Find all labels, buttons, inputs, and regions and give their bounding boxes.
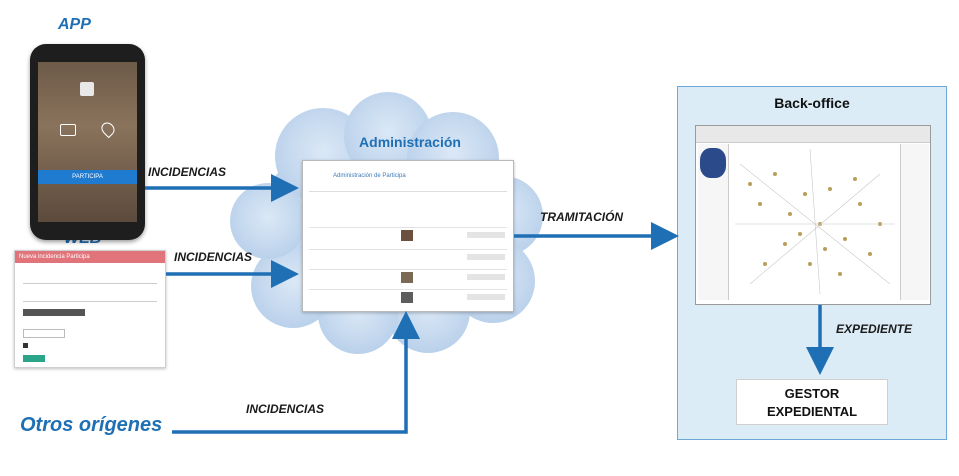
row-thumbnail: [401, 292, 413, 303]
admin-title: Administración: [359, 134, 461, 150]
web-form-checkbox[interactable]: [23, 343, 28, 348]
web-form-title: Nueva incidencia Participa: [15, 251, 165, 263]
table-row: [309, 289, 507, 306]
incidencias-app-label: INCIDENCIAS: [148, 165, 227, 179]
arrow-otros-to-admin: [172, 311, 420, 434]
backoffice-title: Back-office: [774, 95, 850, 111]
web-form: Nueva incidencia Participa: [14, 250, 166, 368]
backoffice-screenshot: [695, 125, 931, 305]
incidencias-otros-label: INCIDENCIAS: [246, 402, 325, 416]
camera-icon: [60, 124, 76, 136]
phone-mockup: PARTICIPA: [30, 44, 145, 240]
participa-button[interactable]: PARTICIPA: [38, 170, 137, 184]
web-form-upload-button[interactable]: [23, 309, 85, 316]
row-action-buttons[interactable]: [467, 294, 505, 300]
table-row: [309, 269, 507, 286]
incidencias-web-label: INCIDENCIAS: [174, 250, 253, 264]
table-row: [309, 249, 507, 266]
backoffice-panel: Back-office GESTOR EXPEDIE: [677, 86, 947, 440]
row-action-buttons[interactable]: [467, 254, 505, 260]
expediente-label: EXPEDIENTE: [836, 322, 913, 336]
row-thumbnail: [401, 272, 413, 283]
gestor-line1: GESTOR: [784, 386, 840, 401]
bo-minimap: [700, 148, 726, 178]
row-thumbnail: [401, 230, 413, 241]
gestor-expediental-box: GESTOR EXPEDIENTAL: [736, 379, 888, 425]
admin-screen-title: Administración de Participa: [333, 173, 406, 179]
phone-logo: [80, 82, 94, 96]
admin-tabs: [309, 187, 507, 192]
admin-screenshot: Administración de Participa: [302, 160, 514, 312]
row-action-buttons[interactable]: [467, 274, 505, 280]
web-form-submit-button[interactable]: [23, 355, 45, 362]
gestor-line2: EXPEDIENTAL: [766, 404, 858, 419]
app-label: APP: [58, 16, 91, 33]
table-row: [309, 227, 507, 244]
row-action-buttons[interactable]: [467, 232, 505, 238]
web-form-field[interactable]: [23, 329, 65, 338]
web-form-field[interactable]: [23, 293, 157, 302]
web-form-field[interactable]: [23, 275, 157, 284]
bo-right-panel: [900, 144, 929, 300]
otros-origenes-label: Otros orígenes: [20, 414, 163, 436]
phone-screen: PARTICIPA: [38, 62, 137, 222]
map-drawing: [735, 148, 895, 295]
tramitacion-label: TRAMITACIÓN: [540, 210, 624, 224]
bo-toolbar: [696, 126, 930, 143]
bo-map: [730, 144, 898, 300]
